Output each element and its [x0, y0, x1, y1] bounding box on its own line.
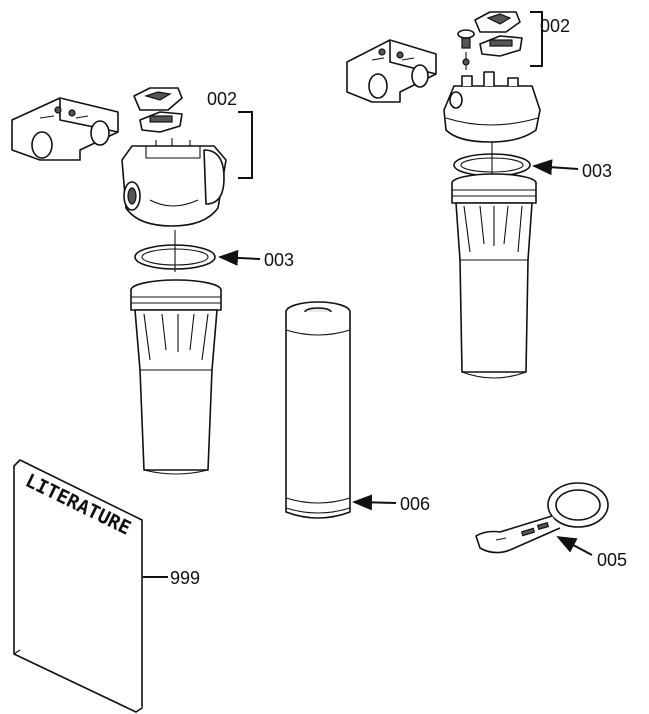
callout-002-right: 002	[540, 16, 570, 36]
housing-cap-right	[443, 71, 541, 143]
leader-003-left	[218, 249, 261, 266]
leader-005	[556, 536, 593, 556]
clip-set-left	[133, 87, 183, 133]
o-ring-right	[453, 142, 531, 178]
filter-housing-left	[130, 279, 222, 475]
callout-003-right: 003	[582, 161, 612, 181]
filter-housing-right	[451, 173, 537, 379]
literature-booklet	[13, 459, 143, 713]
callout-002-left: 002	[207, 89, 237, 109]
callout-999: 999	[170, 568, 200, 588]
mounting-bracket-left	[11, 97, 119, 161]
o-ring-left	[134, 230, 216, 272]
leader-003-right	[532, 159, 579, 176]
leader-006	[352, 494, 397, 511]
mounting-bracket-right	[346, 39, 437, 103]
bracket-line-right	[530, 11, 543, 67]
callout-003-left: 003	[264, 250, 294, 270]
callout-005: 005	[597, 550, 627, 570]
filter-cartridge	[285, 301, 351, 519]
clip-set-right	[457, 11, 523, 70]
callout-006: 006	[400, 494, 430, 514]
housing-cap-left	[121, 138, 227, 227]
bracket-line-left	[238, 111, 253, 179]
housing-wrench	[475, 482, 609, 554]
